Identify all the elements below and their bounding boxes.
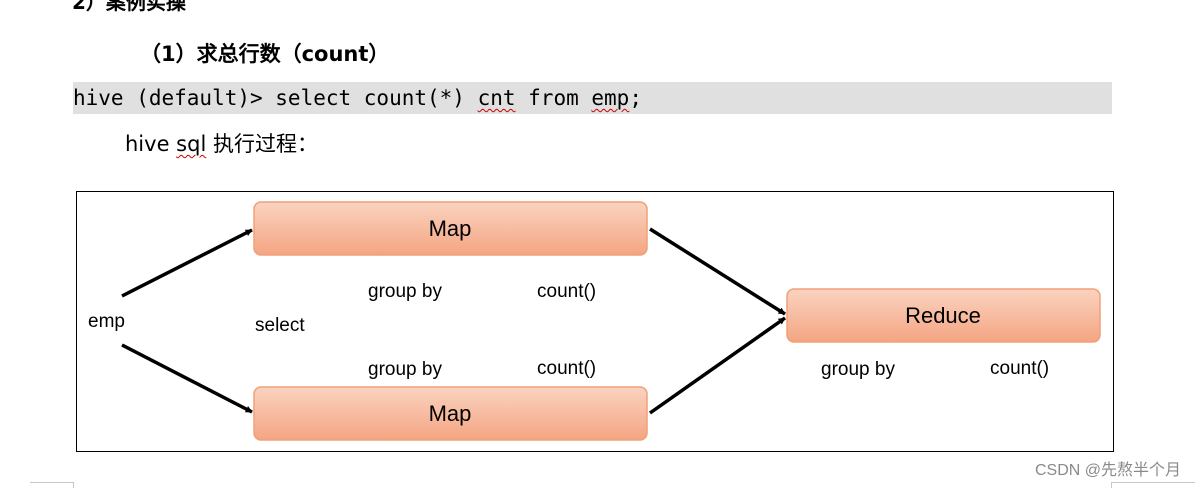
reduce-group-by-label: group by — [821, 359, 895, 380]
map-top-group-by-label: group by — [368, 281, 442, 302]
exec-label-suffix: 执行过程： — [206, 132, 318, 156]
map-box-bottom — [253, 386, 648, 441]
page-margin-mark-left-vertical — [73, 482, 74, 488]
code-prefix: hive (default)> select count(*) — [73, 86, 478, 110]
page-margin-mark-right — [1111, 482, 1195, 483]
input-emp-label: emp — [88, 311, 125, 332]
page-margin-mark-right-vertical — [1111, 482, 1112, 488]
section-heading: 2）案例实操 — [72, 0, 186, 14]
code-squiggle-cnt: cnt — [477, 86, 516, 110]
map-bottom-count-label: count() — [537, 358, 596, 379]
page-margin-mark-left — [30, 482, 74, 483]
code-middle: from — [515, 86, 592, 110]
code-squiggle-emp: emp — [591, 86, 630, 110]
map-top-count-label: count() — [537, 281, 596, 302]
map-top-label: Map — [429, 216, 472, 241]
select-label: select — [255, 315, 305, 336]
map-box-top — [253, 201, 648, 256]
exec-label-prefix: hive — [125, 132, 177, 156]
diagram-frame — [76, 191, 1114, 452]
code-line: hive (default)> select count(*) cnt from… — [73, 82, 1112, 114]
reduce-label: Reduce — [905, 303, 981, 328]
map-bottom-group-by-label: group by — [368, 359, 442, 380]
arrow-emp-to-map-bottom — [121, 343, 253, 414]
map-bottom-label: Map — [429, 401, 472, 426]
code-suffix: ; — [629, 86, 642, 110]
arrow-map-top-to-reduce — [649, 227, 786, 316]
exec-label-squiggle-sql: sql — [176, 132, 207, 156]
arrow-emp-to-map-top — [121, 228, 253, 298]
csdn-watermark: CSDN @先熬半个月 — [1034, 462, 1181, 479]
arrow-map-bottom-to-reduce — [648, 316, 787, 415]
reduce-count-label: count() — [990, 358, 1049, 379]
subsection-heading: （1）求总行数（count） — [140, 42, 390, 66]
execution-process-label: hive sql 执行过程： — [125, 128, 318, 158]
reduce-box — [786, 288, 1101, 343]
